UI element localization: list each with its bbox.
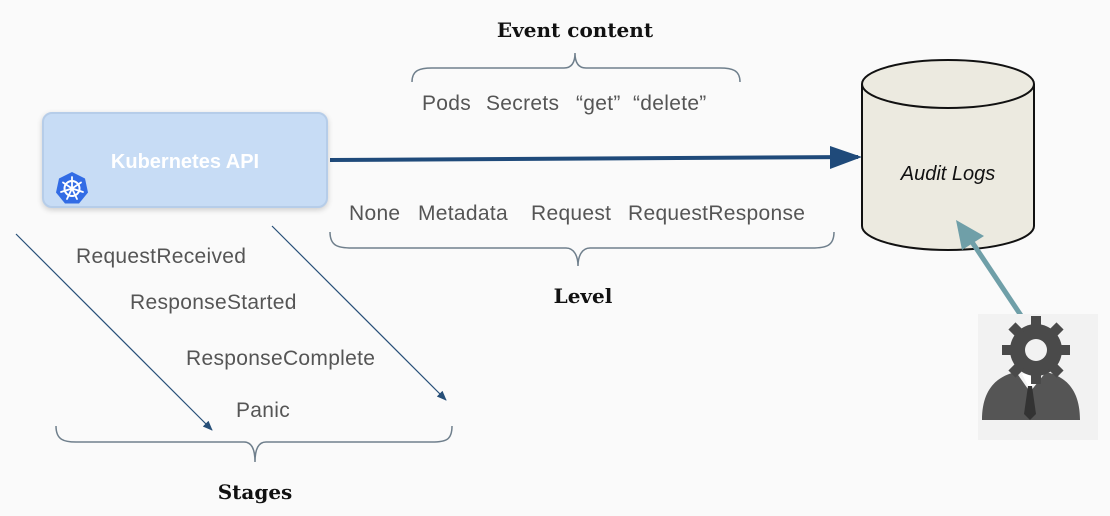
event-item-get: “get” (576, 92, 621, 115)
admin-arrow-head (956, 220, 984, 250)
audit-logs-database-icon (861, 59, 1035, 251)
main-arrow-head (830, 146, 862, 169)
level-item-none: None (349, 202, 401, 225)
level-item-request: Request (531, 202, 612, 225)
audit-logs-label: Audit Logs (900, 163, 996, 185)
stage-arrow-right (271, 225, 447, 401)
stages-brace (55, 425, 453, 463)
event-content-heading: Event content (496, 18, 654, 42)
event-item-delete: “delete” (633, 92, 707, 115)
kubernetes-api-title: Kubernetes API (110, 151, 260, 173)
level-item-metadata: Metadata (418, 202, 508, 225)
event-item-secrets: Secrets (486, 92, 560, 115)
level-item-requestresponse: RequestResponse (628, 202, 806, 225)
event-item-pods: Pods (422, 92, 472, 115)
stage-item-panic: Panic (236, 399, 291, 422)
level-brace (329, 231, 835, 267)
admin-gear-person-icon (978, 314, 1098, 440)
event-content-brace (411, 52, 741, 83)
level-heading: Level (553, 284, 613, 308)
stage-item-responsestarted: ResponseStarted (130, 291, 297, 314)
kubernetes-api-box: Kubernetes API (42, 112, 328, 208)
stage-arrow-left (15, 233, 213, 431)
stage-item-requestreceived: RequestReceived (76, 245, 247, 268)
main-arrow (329, 155, 859, 162)
stage-item-responsecomplete: ResponseComplete (186, 347, 376, 370)
kubernetes-helm-icon (56, 172, 88, 204)
stages-heading: Stages (217, 480, 293, 504)
